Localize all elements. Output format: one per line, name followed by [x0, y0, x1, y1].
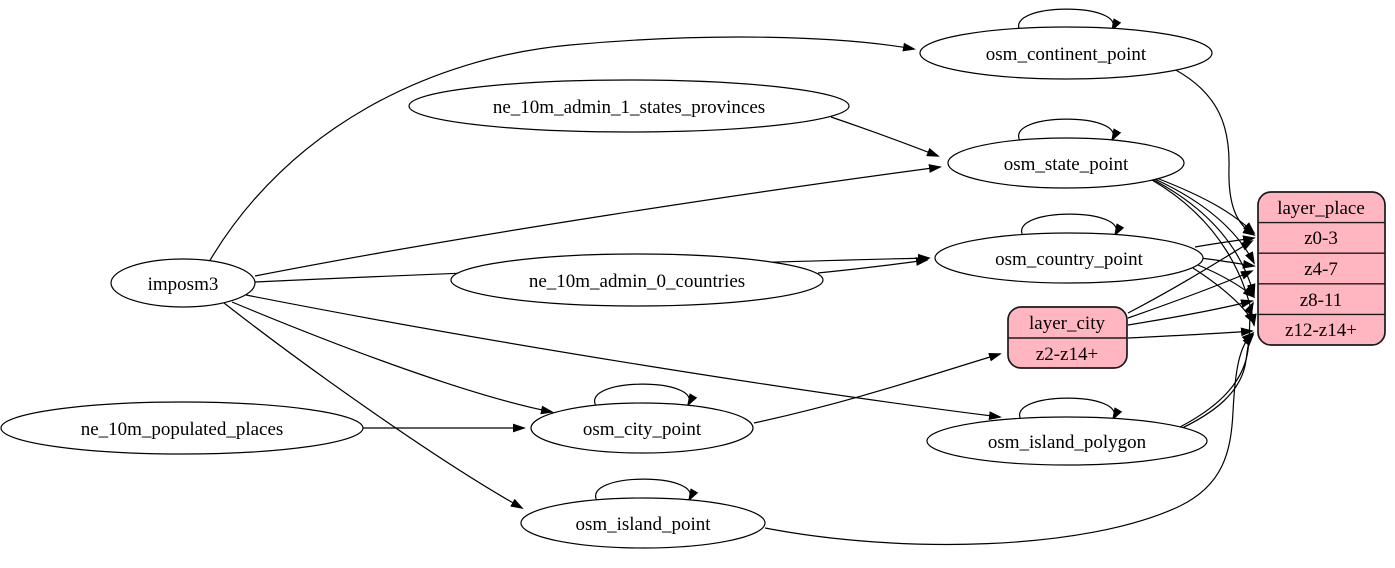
imposm3-ellipse	[110, 258, 256, 308]
node-ne_10m_admin_0_countries: ne_10m_admin_0_countries	[450, 253, 824, 307]
edge-osm_city_point-to-layer_city-z2-z14	[753, 352, 1002, 424]
record-layer_place: layer_place z0-3 z4-7 z8-11 z12-z14+	[1257, 191, 1386, 346]
edge-imposm3-to-osm_continent_point	[208, 36, 916, 263]
osm_continent_point-label: osm_continent_point	[986, 44, 1147, 65]
osm_state_point-ellipse	[947, 137, 1185, 189]
osm_city_point-ellipse	[530, 402, 754, 454]
edge-osm_island_polygon-to-layer_place-z8-11	[1179, 301, 1254, 428]
edge-osm_state_point-to-layer_place-z8-11	[1149, 177, 1256, 297]
layer_place-row-z0-3: z0-3	[1304, 228, 1338, 249]
edge-layer	[208, 8, 1257, 546]
layer_city-title: layer_city	[1029, 313, 1105, 334]
ne_10m_admin_0_countries-label: ne_10m_admin_0_countries	[529, 271, 745, 292]
layer_place-box	[1257, 191, 1386, 346]
osm_state_point-label: osm_state_point	[1004, 154, 1129, 175]
layer_place-title: layer_place	[1277, 198, 1365, 219]
edge-osm_island_point-to-layer_place-z12-z14	[764, 331, 1255, 546]
edge-osm_continent_point-to-layer_place-z0-3	[1173, 68, 1256, 237]
edge-ne_10m_admin_0_countries-to-osm_country_point	[817, 257, 929, 274]
self-loop-osm_state_point	[1018, 118, 1122, 142]
node-osm_island_polygon: osm_island_polygon	[926, 416, 1208, 466]
layer_place-row-z4-7: z4-7	[1304, 259, 1338, 280]
edge-imposm3-to-osm_island_point	[223, 302, 524, 509]
edge-imposm3-to-osm_city_point	[231, 301, 554, 415]
ne_10m_admin_0_countries-ellipse	[450, 253, 824, 307]
osm_country_point-ellipse	[934, 232, 1204, 284]
edge-osm_country_point-to-layer_place-z12-z14	[1192, 267, 1256, 325]
edge-imposm3-to-osm_state_point	[254, 164, 942, 277]
node-osm_island_point: osm_island_point	[520, 497, 766, 549]
osm_island_polygon-ellipse	[926, 416, 1208, 466]
edge-layer_city-to-layer_place-z4-7	[1127, 270, 1254, 319]
edge-osm_country_point-to-layer_place-z4-7	[1200, 257, 1256, 269]
self-loop-osm_city_point	[594, 383, 698, 407]
ne_10m_populated_places-ellipse	[0, 401, 364, 455]
layer_place-row-z8-11: z8-11	[1300, 290, 1343, 311]
edge-osm_country_point-to-layer_place-z0-3	[1194, 235, 1256, 248]
osm_island_polygon-label: osm_island_polygon	[988, 432, 1147, 453]
ne_10m_admin_1_states_provinces-ellipse	[408, 79, 850, 133]
osm_island_point-label: osm_island_point	[575, 514, 711, 535]
self-loop-osm_country_point	[1021, 213, 1125, 237]
node-osm_city_point: osm_city_point	[530, 402, 754, 454]
self-loop-osm_continent_point	[1018, 8, 1122, 32]
ne_10m_admin_1_states_provinces-label: ne_10m_admin_1_states_provinces	[493, 97, 765, 118]
self-loop-osm_island_point	[595, 478, 699, 502]
osm_continent_point-ellipse	[919, 26, 1213, 80]
node-ne_10m_admin_1_states_provinces: ne_10m_admin_1_states_provinces	[408, 79, 850, 133]
layer_place-row-z12-z14: z12-z14+	[1285, 320, 1357, 341]
ne_10m_populated_places-label: ne_10m_populated_places	[81, 419, 284, 440]
layer_city-row-z2-z14: z2-z14+	[1036, 344, 1098, 365]
node-ne_10m_populated_places: ne_10m_populated_places	[0, 401, 364, 455]
edge-osm_state_point-to-layer_place-z0-3	[1145, 173, 1256, 235]
edge-ne_10m_admin_1_states_provinces-to-osm_state_point	[830, 116, 940, 157]
edge-layer_city-to-layer_place-z0-3	[1127, 239, 1254, 314]
osm_city_point-label: osm_city_point	[583, 419, 702, 440]
osm_country_point-label: osm_country_point	[995, 249, 1143, 270]
self-loop-osm_island_polygon	[1019, 397, 1123, 421]
node-osm_country_point: osm_country_point	[934, 232, 1204, 284]
edge-imposm3-to-osm_island_polygon	[245, 294, 1002, 421]
node-osm_state_point: osm_state_point	[947, 137, 1185, 189]
edge-layer_city-to-layer_place-z12-z14	[1127, 327, 1254, 339]
node-imposm3: imposm3	[110, 258, 256, 308]
imposm3-label: imposm3	[148, 274, 219, 295]
edge-osm_island_polygon-to-layer_place-z12-z14	[1175, 333, 1255, 432]
edge-osm_state_point-to-layer_place-z4-7	[1147, 175, 1255, 265]
edge-osm_country_point-to-layer_place-z8-11	[1197, 264, 1256, 299]
record-layer_city: layer_city z2-z14+	[1007, 306, 1128, 369]
edge-layer_city-to-layer_place-z8-11	[1127, 299, 1254, 326]
osm_island_point-ellipse	[520, 497, 766, 549]
node-osm_continent_point: osm_continent_point	[919, 26, 1213, 80]
